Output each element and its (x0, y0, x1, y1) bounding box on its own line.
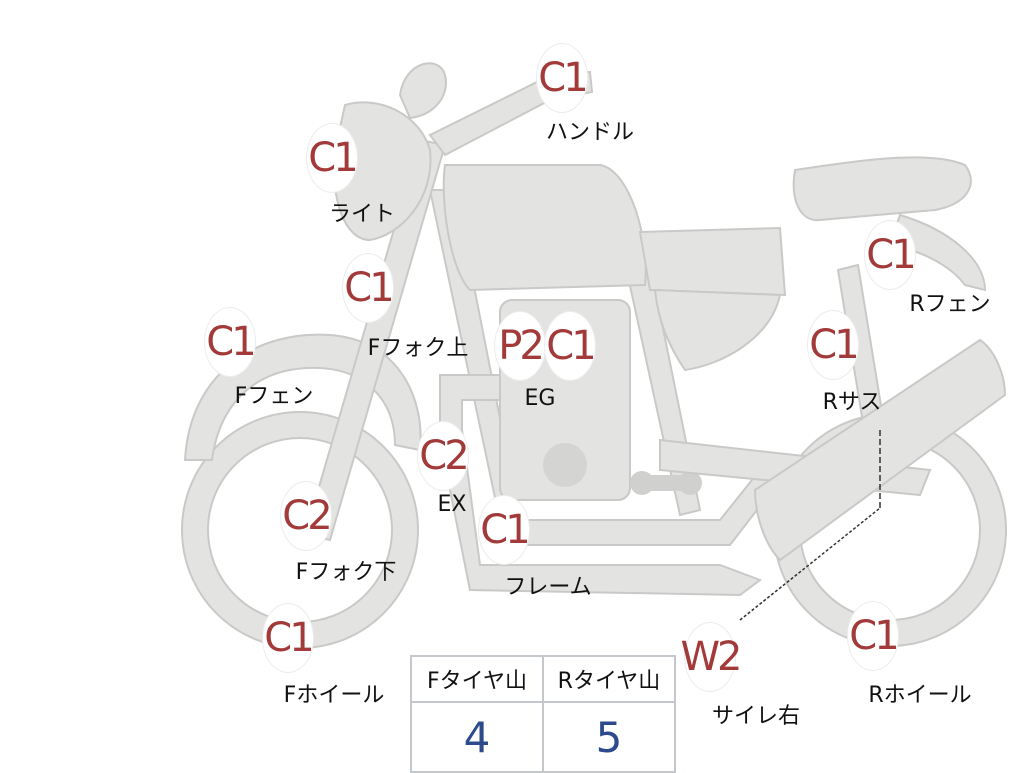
label-f-wheel: Fホイール (283, 683, 385, 708)
badge-f-fork-lower[interactable]: C2 (281, 482, 333, 550)
front-tire-value[interactable]: 4 (410, 701, 544, 773)
label-r-fender: Rフェン (909, 292, 991, 317)
badge-r-fender[interactable]: C1 (865, 221, 917, 289)
label-frame: フレーム (504, 575, 592, 600)
label-engine: EG (524, 386, 556, 411)
badge-engine-p[interactable]: P2 (495, 312, 545, 380)
label-r-wheel: Rホイール (868, 683, 972, 708)
badge-f-wheel[interactable]: C1 (263, 604, 315, 672)
badge-light[interactable]: C1 (307, 124, 359, 192)
label-f-fork-upper: Fフォク上 (367, 336, 469, 361)
badge-engine-c[interactable]: C1 (545, 312, 597, 380)
front-tire-header: Fタイヤ山 (410, 655, 544, 703)
rear-tire-value[interactable]: 5 (542, 701, 676, 773)
badge-handle[interactable]: C1 (537, 44, 589, 112)
rear-tire-header: Rタイヤ山 (542, 655, 676, 703)
seat-shape (638, 226, 787, 297)
badge-muffler-right[interactable]: W2 (681, 623, 743, 691)
headlight-shape (333, 101, 432, 242)
badge-frame[interactable]: C1 (479, 496, 531, 564)
label-light: ライト (328, 202, 396, 227)
badge-r-wheel[interactable]: C1 (848, 602, 900, 670)
label-f-fork-lower: Fフォク下 (295, 560, 397, 585)
badge-f-fork-upper[interactable]: C1 (343, 254, 395, 322)
label-exhaust: EX (437, 492, 467, 517)
label-handle: ハンドル (545, 120, 635, 145)
label-f-fender: Fフェン (234, 384, 314, 409)
badge-f-fender[interactable]: C1 (205, 308, 257, 376)
fuel-tank-shape (442, 164, 647, 292)
badge-r-suspension[interactable]: C1 (808, 311, 860, 379)
label-r-suspension: Rサス (822, 390, 882, 415)
label-muffler-right: サイレ右 (711, 704, 801, 729)
badge-exhaust[interactable]: C2 (418, 422, 470, 490)
tire-tread-table: Fタイヤ山 Rタイヤ山 4 5 (410, 655, 676, 773)
